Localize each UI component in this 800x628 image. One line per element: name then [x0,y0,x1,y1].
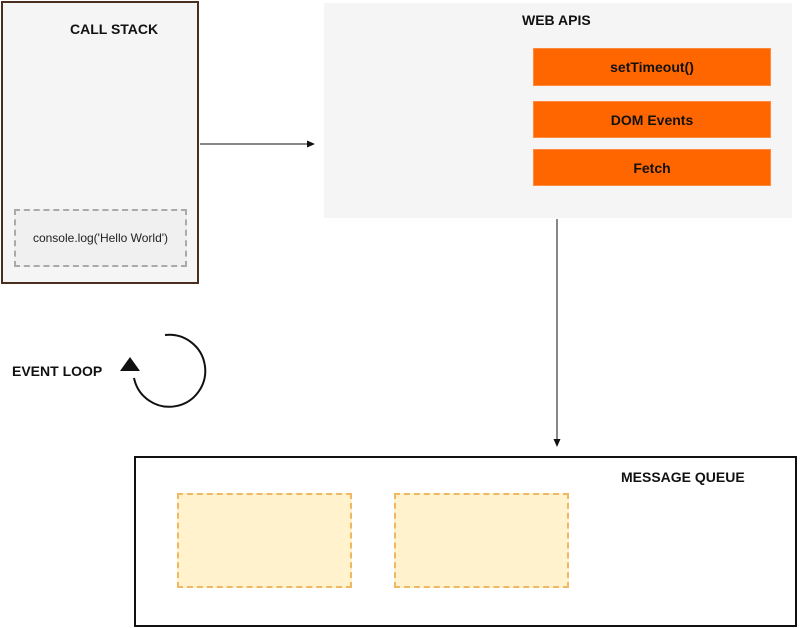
web-apis-to-queue-arrow [553,219,561,447]
event-loop-icon [120,333,207,408]
web-apis-title: WEB APIS [522,12,591,28]
queue-slot [394,493,569,588]
api-settimeout-box: setTimeout() [533,48,771,86]
api-dom-events-box: DOM Events [533,101,771,138]
event-loop-label: EVENT LOOP [12,363,103,379]
call-stack-title: CALL STACK [70,21,159,37]
api-fetch-box: Fetch [533,149,771,186]
message-queue-title: MESSAGE QUEUE [621,469,745,485]
queue-slot [177,493,352,588]
call-stack-to-web-apis-arrow [200,140,315,148]
stack-frame: console.log('Hello World') [14,209,187,267]
